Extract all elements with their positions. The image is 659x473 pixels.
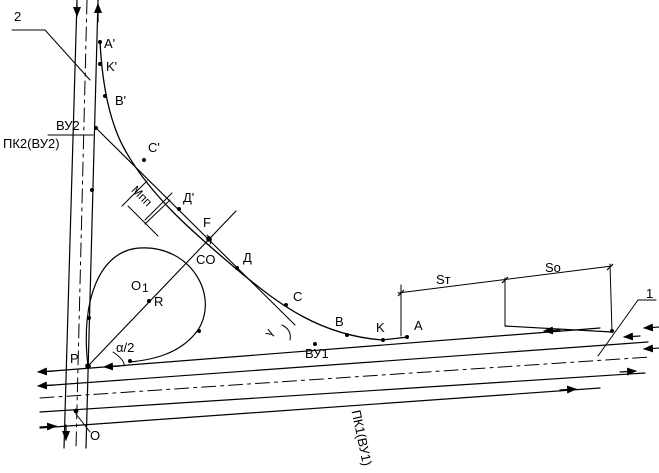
road-2-left-edge — [63, 0, 78, 449]
point-k-prime — [98, 62, 102, 66]
arrow-2 — [37, 381, 55, 390]
so-ext-right — [609, 263, 613, 333]
label-gamma: γ — [261, 326, 276, 338]
arrow-8 — [643, 323, 659, 332]
point-vu2 — [94, 126, 98, 130]
arrow-3 — [39, 422, 57, 431]
label-a-prime: A' — [104, 36, 115, 51]
label-d-prime: Д' — [183, 190, 194, 205]
point-d-prime — [177, 207, 181, 211]
label-o1-sub: 1 — [142, 281, 149, 295]
road-2-right-edge — [85, 0, 99, 449]
tangent-line — [95, 127, 296, 326]
label-so: Sо — [545, 260, 561, 275]
point-b-prime — [103, 94, 107, 98]
label-b: B — [335, 314, 344, 329]
point-left-low — [87, 316, 91, 320]
label-b-prime: B' — [115, 93, 126, 108]
label-o: O — [90, 428, 100, 443]
point-vu1 — [313, 342, 317, 346]
arrow-9 — [643, 344, 659, 353]
point-a-prime — [98, 40, 102, 44]
arrow-10 — [623, 332, 641, 341]
arrow-5 — [619, 367, 637, 376]
branch-line — [504, 325, 613, 333]
label-d: Д — [243, 250, 252, 265]
mpp-dim-line — [127, 205, 159, 237]
arrow-7 — [543, 326, 561, 335]
point-o — [73, 408, 79, 414]
point-o1 — [147, 299, 151, 303]
road-1-axis — [39, 356, 651, 399]
point-p — [85, 363, 91, 369]
leader-o — [75, 413, 91, 433]
label-alpha-half: α/2 — [116, 340, 134, 355]
label-f: F — [203, 215, 211, 230]
mpp-ext-1 — [121, 180, 148, 207]
point-c — [284, 303, 288, 307]
arrow-4 — [103, 362, 121, 371]
road-1-line-b — [39, 341, 649, 387]
leader-2-d — [44, 29, 91, 81]
point-a — [405, 335, 409, 339]
points — [73, 40, 614, 414]
label-1: 1 — [646, 286, 653, 301]
road-1-line-c — [39, 372, 646, 413]
bisector-line — [87, 210, 237, 367]
point-d — [235, 266, 239, 270]
label-vu2-top: ВУ2 — [56, 118, 80, 133]
road-1-line-d — [39, 387, 601, 429]
point-b — [345, 333, 349, 337]
point-left-mid — [90, 188, 94, 192]
label-c-prime: C' — [148, 140, 160, 155]
arrow-1 — [37, 367, 55, 376]
alpha-arc — [112, 351, 125, 367]
label-co: CO — [196, 252, 216, 267]
road-2-lines — [62, 0, 102, 449]
label-vu2-bottom: ПК2(ВУ2) — [3, 136, 60, 151]
label-st: Sт — [436, 272, 451, 287]
tick-2 — [501, 276, 509, 284]
arrow-6 — [559, 385, 577, 394]
mpp-dim — [144, 192, 173, 221]
road-1-lines — [37, 323, 659, 431]
point-so-end — [610, 329, 614, 333]
label-2: 2 — [14, 9, 21, 24]
label-k-prime: K' — [106, 59, 117, 74]
label-a: A — [414, 318, 423, 333]
label-c: C — [293, 289, 302, 304]
main-curve — [99, 41, 409, 341]
gamma-arc — [281, 324, 291, 341]
tick-1 — [397, 289, 405, 297]
point-f — [206, 236, 212, 242]
road-2-axis — [75, 0, 88, 449]
point-loop-right — [197, 329, 201, 333]
mpp-ext-2 — [144, 199, 171, 225]
point-c-prime — [142, 158, 146, 162]
label-p: P — [70, 351, 79, 366]
label-vu1: ВУ1 — [305, 346, 329, 361]
label-r: R — [154, 294, 163, 309]
tick-3 — [606, 263, 614, 271]
leader-1-d — [597, 299, 639, 357]
label-pk1: ПК1(ВУ1) — [349, 409, 375, 467]
label-k: K — [376, 320, 385, 335]
label-o1: O — [131, 278, 141, 293]
road-1-line-a — [39, 327, 601, 373]
loop-curve — [85, 247, 206, 367]
point-k — [381, 338, 385, 342]
point-loop-bottom — [128, 359, 132, 363]
